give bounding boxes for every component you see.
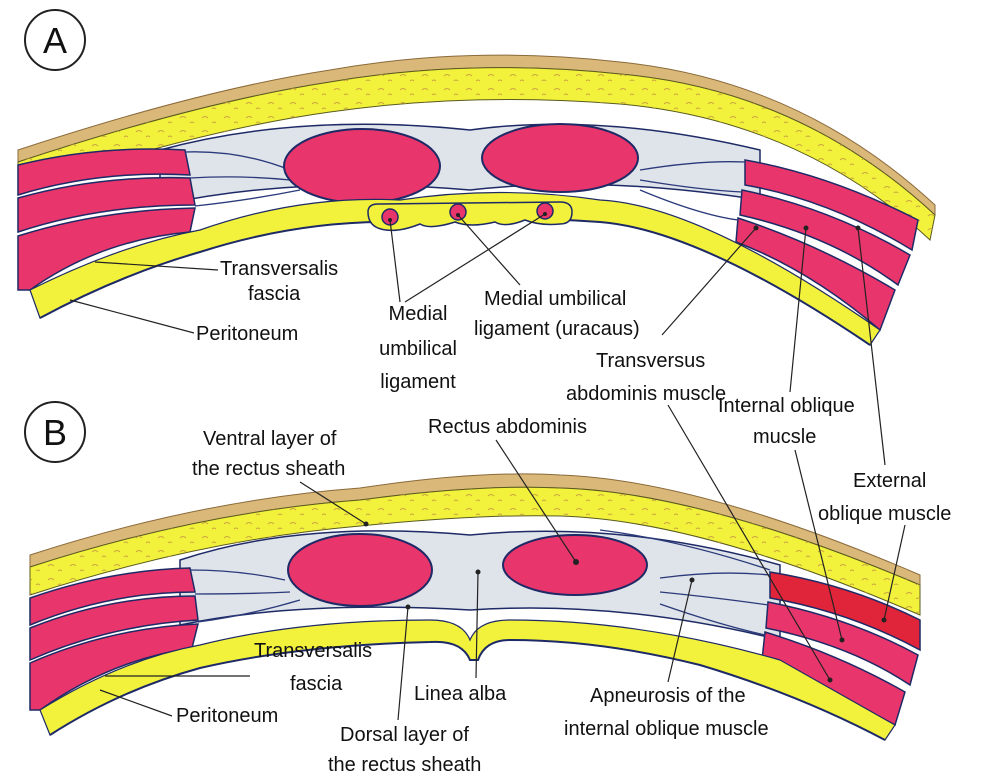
rectus-sheath-a — [160, 124, 760, 205]
svg-text:Medial umbilical: Medial umbilical — [484, 288, 626, 310]
svg-text:fascia: fascia — [248, 283, 301, 305]
svg-text:Linea alba: Linea alba — [414, 683, 507, 705]
svg-text:Transversalis: Transversalis — [220, 258, 338, 280]
svg-text:External: External — [853, 470, 926, 492]
svg-text:Rectus abdominis: Rectus abdominis — [428, 416, 587, 438]
svg-text:fascia: fascia — [290, 673, 343, 695]
svg-text:B: B — [43, 412, 67, 453]
svg-text:the rectus sheath: the rectus sheath — [328, 754, 481, 776]
panel-b-letter: B — [25, 402, 85, 462]
svg-text:abdominis muscle: abdominis muscle — [566, 383, 726, 405]
rectus-left-a — [284, 129, 440, 203]
svg-text:mucsle: mucsle — [753, 426, 816, 448]
svg-text:Internal oblique: Internal oblique — [718, 395, 855, 417]
svg-text:Transversus: Transversus — [596, 350, 705, 372]
svg-text:Apneurosis of the: Apneurosis of the — [590, 685, 746, 707]
svg-text:Medial: Medial — [389, 303, 448, 325]
panel-a: A — [18, 10, 951, 525]
svg-text:A: A — [43, 20, 67, 61]
svg-text:the rectus sheath: the rectus sheath — [192, 458, 345, 480]
svg-text:Peritoneum: Peritoneum — [176, 705, 278, 727]
label-peritoneum-a: Peritoneum — [70, 300, 298, 345]
svg-text:Transversalis: Transversalis — [254, 640, 372, 662]
panel-a-letter: A — [25, 10, 85, 70]
svg-text:ligament: ligament — [380, 371, 456, 393]
rectus-right-b — [503, 535, 647, 595]
label-peritoneum-b: Peritoneum — [100, 690, 278, 727]
rectus-right-a — [482, 124, 638, 192]
rectus-left-b — [288, 534, 432, 606]
panel-b: B — [25, 402, 920, 776]
svg-text:oblique muscle: oblique muscle — [818, 503, 951, 525]
svg-text:Peritoneum: Peritoneum — [196, 323, 298, 345]
svg-text:Dorsal layer of: Dorsal layer of — [340, 724, 469, 746]
svg-text:Ventral layer of: Ventral layer of — [203, 428, 337, 450]
svg-text:ligament (uracaus): ligament (uracaus) — [474, 318, 640, 340]
svg-text:internal oblique muscle: internal oblique muscle — [564, 718, 769, 740]
label-uracaus-a: Medial umbilical ligament (uracaus) — [456, 213, 640, 340]
svg-text:umbilical: umbilical — [379, 338, 457, 360]
